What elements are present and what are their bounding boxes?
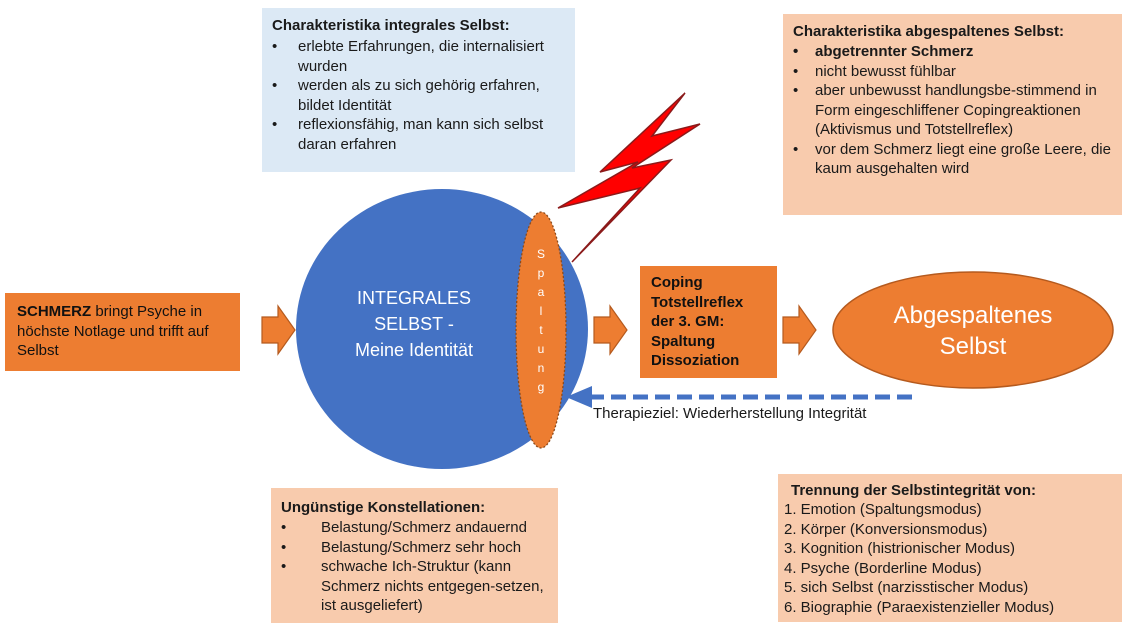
split-letter: n [537,361,545,375]
split-letter: p [537,266,545,280]
constellation-item: schwache Ich-Struktur (kann Schmerz nich… [281,557,548,616]
integral-item: werden als zu sich gehörig erfahren, bil… [272,76,565,115]
circle-line-1: INTEGRALES [356,288,472,308]
split-letter: u [537,342,545,356]
split-self-ellipse [832,271,1114,389]
coping-line: Totstellreflex [651,293,744,311]
split-box-title: Charakteristika abgespaltenes Selbst: [793,23,1064,40]
coping-line: Coping [651,274,703,291]
integral-self-label: INTEGRALES SELBST - Meine Identität [324,285,504,363]
constellations-title: Ungünstige Konstellationen: [281,499,486,516]
split-self-line-2: Selbst [939,333,1007,360]
split-letter: a [537,285,545,299]
split-letter: S [536,247,545,261]
split-ellipse [515,211,567,449]
therapy-goal-label: Therapieziel: Wiederherstellung Integrit… [593,405,867,422]
pain-box: SCHMERZ bringt Psyche in höchste Notlage… [5,293,240,371]
arrow-pain-to-circle [261,304,296,356]
integral-item: reflexionsfähig, man kann sich selbst da… [272,115,565,154]
separation-title: Trennung der Selbstintegrität von: [791,482,1037,499]
split-self-label: Abgespaltenes Selbst [845,300,1101,362]
integral-self-characteristics-box: Charakteristika integrales Selbst: erleb… [262,8,575,172]
integral-box-title: Charakteristika integrales Selbst: [272,17,510,34]
coping-line: Spaltung [651,332,716,350]
arrow-circle-to-coping [593,304,628,356]
separation-box: Trennung der Selbstintegrität von: 1. Em… [778,474,1122,622]
separation-item: 3. Kognition (histrionischer Modus) [784,540,1015,557]
separation-item: 6. Biographie (Paraexistenzieller Modus) [784,598,1055,616]
separation-item: 5. sich Selbst (narzisstischer Modus) [784,579,1029,596]
constellation-item: Belastung/Schmerz sehr hoch [281,538,548,558]
separation-item: 1. Emotion (Spaltungsmodus) [784,501,982,518]
lightning-bolt-icon [557,92,701,263]
separation-item: 4. Psyche (Borderline Modus) [784,559,982,577]
constellations-box: Ungünstige Konstellationen: Belastung/Sc… [271,488,558,623]
pain-bold: SCHMERZ [17,303,92,320]
split-letter: g [537,380,545,394]
coping-box: Coping Totstellreflex der 3. GM: Spaltun… [640,266,777,378]
constellation-item: Belastung/Schmerz andauernd [281,518,548,538]
split-self-line-1: Abgespaltenes [893,302,1053,329]
split-item: nicht bewusst fühlbar [793,62,1112,82]
split-item: vor dem Schmerz liegt eine große Leere, … [793,140,1112,179]
split-letter: t [539,323,543,337]
coping-line: Dissoziation [651,352,740,369]
separation-item: 2. Körper (Konversionsmodus) [784,520,988,538]
split-letter: l [539,304,543,318]
coping-line: der 3. GM: [651,313,725,330]
split-item: aber unbewusst handlungsbe-stimmend in F… [793,81,1112,140]
pain-text: bringt Psyche in höchste Notlage und tri… [17,303,209,359]
circle-line-3: Meine Identität [354,340,474,360]
split-vertical-label: S p a l t u n g [531,245,551,397]
arrow-coping-to-split-self [782,304,817,356]
split-item: abgetrennter Schmerz [793,42,1112,62]
circle-line-2: SELBST - [374,314,454,334]
therapy-arrowhead-icon [566,386,592,408]
split-self-characteristics-box: Charakteristika abgespaltenes Selbst: ab… [783,14,1122,215]
integral-item: erlebte Erfahrungen, die internalisiert … [272,37,565,76]
integral-self-circle [296,189,588,469]
